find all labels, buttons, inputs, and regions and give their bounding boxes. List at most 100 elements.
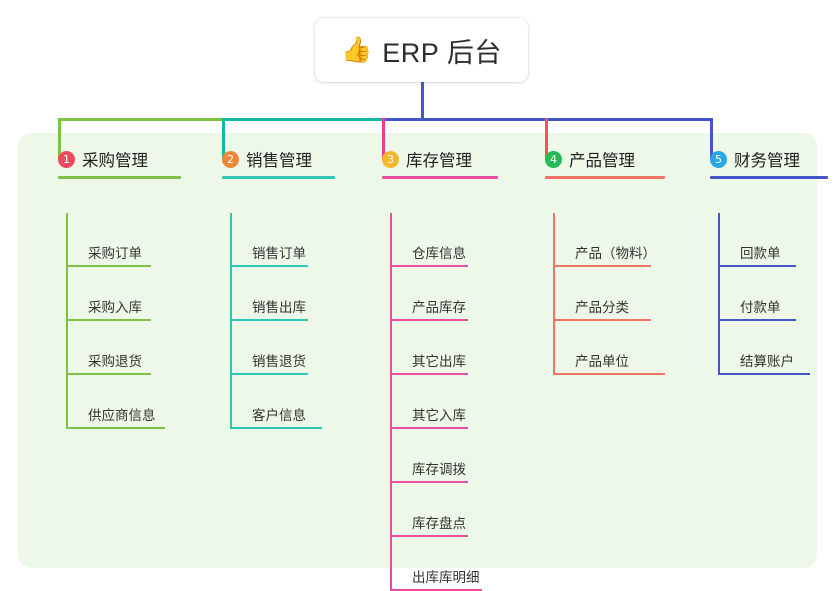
branch-badge-icon-4: 4 (545, 150, 562, 168)
leaf-spine-2 (230, 213, 232, 429)
leaf-item[interactable]: 仓库信息 (404, 213, 502, 267)
leaf-spine-4 (553, 213, 555, 375)
leaf-item[interactable]: 产品分类 (567, 267, 685, 321)
branch-underline-5 (710, 176, 828, 179)
branch-underline-1 (58, 176, 181, 179)
branch-column-5: 5 财务管理回款单付款单结算账户 (688, 142, 828, 375)
leaf-label: 产品库存 (412, 300, 466, 315)
branch-header-4[interactable]: 4 产品管理 (523, 142, 673, 176)
leaf-underline (66, 373, 151, 375)
leaf-item[interactable]: 产品库存 (404, 267, 502, 321)
leaf-item[interactable]: 产品（物料） (567, 213, 685, 267)
leaf-item[interactable]: 其它出库 (404, 321, 502, 375)
leaf-label: 其它出库 (412, 354, 466, 369)
leaf-underline (390, 373, 468, 375)
leaf-underline (390, 319, 468, 321)
leaf-underline (66, 265, 151, 267)
branch-badge-icon-2: 2 (222, 150, 239, 168)
leaf-label: 出库库明细 (412, 570, 480, 585)
leaf-underline (230, 265, 308, 267)
leaf-item[interactable]: 付款单 (732, 267, 830, 321)
leaf-label: 库存盘点 (412, 516, 466, 531)
leaf-list-5: 回款单付款单结算账户 (688, 213, 818, 375)
leaf-item[interactable]: 客户信息 (244, 375, 342, 429)
leaf-label: 库存调拨 (412, 462, 466, 477)
leaf-item[interactable]: 库存调拨 (404, 429, 502, 483)
branch-header-2[interactable]: 2 销售管理 (200, 142, 350, 176)
branch-column-4: 4 产品管理产品（物料） 产品分类产品单位 (523, 142, 673, 375)
leaf-label: 采购退货 (88, 354, 142, 369)
leaf-item[interactable]: 采购退货 (80, 321, 185, 375)
leaf-underline (718, 265, 796, 267)
branch-title-5: 财务管理 (734, 152, 800, 170)
leaf-underline (66, 319, 151, 321)
leaf-underline (390, 265, 468, 267)
branch-badge-icon-5: 5 (710, 150, 727, 168)
branch-header-1[interactable]: 1 采购管理 (36, 142, 186, 176)
leaf-item[interactable]: 销售退货 (244, 321, 342, 375)
branch-header-5[interactable]: 5 财务管理 (688, 142, 818, 176)
leaf-list-2: 销售订单销售出库销售退货客户信息 (200, 213, 350, 429)
drop-connector-2 (222, 118, 225, 160)
leaf-spine-5 (718, 213, 720, 375)
root-stem (421, 82, 424, 121)
branch-title-2: 销售管理 (246, 152, 312, 170)
leaf-item[interactable]: 供应商信息 (80, 375, 185, 429)
leaf-item[interactable]: 产品单位 (567, 321, 685, 375)
leaf-label: 产品单位 (575, 354, 629, 369)
leaf-label: 产品（物料） (575, 246, 656, 261)
branch-column-1: 1 采购管理采购订单采购入库采购退货供应商信息 (36, 142, 186, 429)
leaf-label: 结算账户 (740, 354, 794, 369)
leaf-label: 销售订单 (252, 246, 306, 261)
leaf-spine-3 (390, 213, 392, 591)
leaf-item[interactable]: 销售订单 (244, 213, 342, 267)
drop-connector-5 (710, 118, 713, 160)
leaf-label: 回款单 (740, 246, 781, 261)
leaf-underline (390, 427, 468, 429)
leaf-label: 其它入库 (412, 408, 466, 423)
leaf-underline (553, 373, 665, 375)
leaf-label: 销售出库 (252, 300, 306, 315)
leaf-label: 付款单 (740, 300, 781, 315)
branch-title-1: 采购管理 (82, 152, 148, 170)
drop-connector-3 (382, 118, 385, 160)
leaf-item[interactable]: 采购订单 (80, 213, 185, 267)
leaf-item[interactable]: 其它入库 (404, 375, 502, 429)
branch-underline-3 (382, 176, 498, 179)
leaf-underline (230, 373, 308, 375)
leaf-list-3: 仓库信息产品库存其它出库其它入库库存调拨库存盘点出库库明细 (360, 213, 510, 591)
leaf-underline (553, 265, 651, 267)
leaf-underline (718, 373, 810, 375)
leaf-label: 产品分类 (575, 300, 629, 315)
branch-underline-2 (222, 176, 335, 179)
leaf-item[interactable]: 采购入库 (80, 267, 185, 321)
leaf-underline (230, 427, 322, 429)
leaf-underline (718, 319, 796, 321)
thumbs-up-icon: 👍 (341, 35, 373, 64)
leaf-spine-1 (66, 213, 68, 429)
leaf-underline (553, 319, 651, 321)
leaf-list-1: 采购订单采购入库采购退货供应商信息 (36, 213, 186, 429)
leaf-label: 销售退货 (252, 354, 306, 369)
bus-segment-2 (222, 118, 382, 121)
leaf-label: 客户信息 (252, 408, 306, 423)
root-title: ERP 后台 (382, 37, 502, 68)
leaf-underline (390, 535, 468, 537)
root-node[interactable]: 👍 ERP 后台 (315, 18, 528, 82)
branch-title-4: 产品管理 (569, 152, 635, 170)
leaf-item[interactable]: 库存盘点 (404, 483, 502, 537)
leaf-item[interactable]: 出库库明细 (404, 537, 502, 591)
leaf-label: 采购订单 (88, 246, 142, 261)
leaf-item[interactable]: 结算账户 (732, 321, 830, 375)
bus-segment-1 (58, 118, 222, 121)
leaf-item[interactable]: 销售出库 (244, 267, 342, 321)
leaf-underline (66, 427, 165, 429)
leaf-item[interactable]: 回款单 (732, 213, 830, 267)
leaf-list-4: 产品（物料） 产品分类产品单位 (523, 213, 673, 375)
branch-column-2: 2 销售管理销售订单销售出库销售退货客户信息 (200, 142, 350, 429)
branch-badge-icon-1: 1 (58, 150, 75, 168)
leaf-underline (390, 481, 468, 483)
leaf-underline (230, 319, 308, 321)
